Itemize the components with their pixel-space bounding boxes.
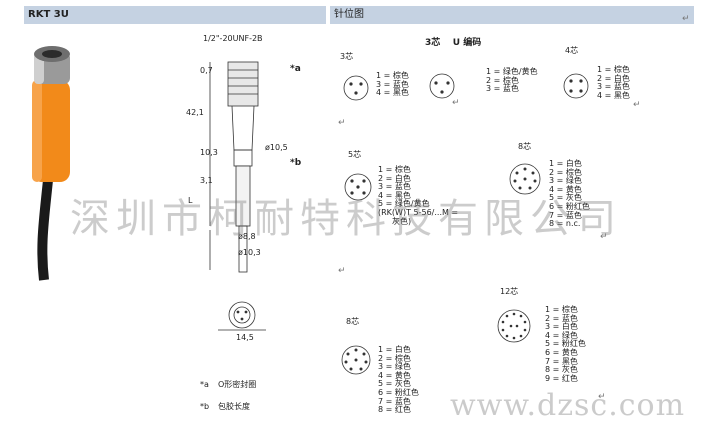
pin-entry: 4 = 黄色 xyxy=(549,184,582,194)
note-a-text: O形密封圈 xyxy=(218,380,257,389)
pin-entry: 1 = 棕色 xyxy=(378,165,411,174)
pin-diagram-4 xyxy=(563,73,589,99)
pin-entry: 6 = 黄色 xyxy=(545,347,578,357)
pin-note: 灰色) xyxy=(392,216,412,226)
p3a-pin-list: 1 = 棕色 3 = 蓝色 4 = 黑色 xyxy=(376,71,409,98)
pin-entry: 1 = 绿色/黄色 xyxy=(486,67,538,76)
pin-entry: 5 = 绿色/黄色 xyxy=(378,199,430,209)
pin-entry: 7 = 蓝色 xyxy=(549,210,582,220)
p5-pin-list: 1 = 棕色 2 = 白色 3 = 蓝色 4 = 黑色 5 = 绿色/黄色 (R… xyxy=(378,165,459,226)
pin-entry: 6 = 粉红色 xyxy=(549,201,590,211)
pin-entry: 3 = 蓝色 xyxy=(378,182,411,192)
pin-entry: 3 = 蓝色 xyxy=(486,84,519,94)
site-watermark: www.dzsc.com xyxy=(450,388,686,423)
pin-entry: 3 = 绿色 xyxy=(378,362,411,372)
dim-31-label: 3,1 xyxy=(200,176,213,185)
pin-diagram-8a xyxy=(509,163,541,195)
pin-entry: 2 = 棕色 xyxy=(549,167,582,177)
technical-drawing xyxy=(209,61,266,331)
pin-entry: 9 = 红色 xyxy=(545,373,578,383)
return-mark-icon: ↵ xyxy=(338,118,346,128)
p4-label: 4芯 xyxy=(565,46,579,55)
pin-entry: 2 = 棕色 xyxy=(378,353,411,363)
note-b-ref: *b xyxy=(200,402,210,411)
dia-103-label: ø10,3 xyxy=(238,248,261,257)
pin-diagram-12 xyxy=(497,309,531,343)
pin-entry: 3 = 蓝色 xyxy=(376,79,409,89)
pin-entry: 4 = 黑色 xyxy=(378,190,411,200)
p3u-pin-list: 1 = 绿色/黄色 2 = 棕色 3 = 蓝色 xyxy=(486,67,538,94)
return-mark-icon: ↵ xyxy=(633,100,641,110)
pin-entry: 2 = 蓝色 xyxy=(545,313,578,323)
left-header: RKT 3U xyxy=(24,6,326,24)
pin-entry: 5 = 灰色 xyxy=(549,193,582,203)
pin-entry: 4 = 黄色 xyxy=(378,370,411,380)
pin-entry: 1 = 棕色 xyxy=(545,305,578,314)
connector-photo xyxy=(32,46,70,281)
pin-entry: 5 = 粉红色 xyxy=(545,339,586,349)
pin-entry: 3 = 绿色 xyxy=(549,176,582,186)
pin-entry: 8 = n.c. xyxy=(549,219,581,229)
dia-105-label: ø10,5 xyxy=(265,143,288,152)
pin-entry: 1 = 白色 xyxy=(549,159,582,168)
p4-pin-list: 1 = 棕色 2 = 白色 3 = 蓝色 4 = 黑色 xyxy=(597,65,630,100)
p12-pin-list: 1 = 棕色 2 = 蓝色 3 = 白色 4 = 绿色 5 = 粉红色 6 = … xyxy=(545,305,586,383)
return-mark-icon: ↵ xyxy=(600,232,608,242)
pin-entry: 6 = 粉红色 xyxy=(378,387,419,397)
pin-entry: 8 = 灰色 xyxy=(545,365,578,375)
pin-note: (RK(W)T 5-56/...M = xyxy=(378,207,459,217)
dim-103-label: 10,3 xyxy=(200,148,218,157)
pin-diagram-3a xyxy=(343,75,369,101)
return-mark-icon: ↵ xyxy=(452,98,460,108)
pin-diagram-8b xyxy=(341,345,371,375)
dim-l-label: L xyxy=(188,196,193,205)
pinout-title: 3芯 U 编码 xyxy=(425,38,482,48)
pin-entry: 2 = 白色 xyxy=(378,173,411,183)
pin-entry: 3 = 蓝色 xyxy=(597,82,630,92)
dim-length-label: 42,1 xyxy=(186,108,204,117)
note-a-ref: *a xyxy=(200,380,209,389)
pin-entry: 5 = 灰色 xyxy=(378,379,411,389)
pin-entry: 4 = 绿色 xyxy=(545,330,578,340)
p8a-label: 8芯 xyxy=(518,142,532,151)
pin-entry: 1 = 棕色 xyxy=(376,71,409,80)
p8a-pin-list: 1 = 白色 2 = 棕色 3 = 绿色 4 = 黄色 5 = 灰色 6 = 粉… xyxy=(549,159,590,229)
right-header: 针位图 xyxy=(330,6,694,24)
p3a-label: 3芯 xyxy=(340,52,354,61)
pin-entry: 4 = 黑色 xyxy=(376,88,409,98)
pin-entry: 1 = 棕色 xyxy=(597,65,630,74)
pin-entry: 3 = 白色 xyxy=(545,322,578,332)
p8b-label: 8芯 xyxy=(346,317,360,326)
pin-entry: 1 = 白色 xyxy=(378,345,411,354)
ref-b-marker: *b xyxy=(290,158,302,168)
p8b-pin-list: 1 = 白色 2 = 棕色 3 = 绿色 4 = 黄色 5 = 灰色 6 = 粉… xyxy=(378,345,419,415)
return-mark-icon: ↵ xyxy=(598,392,606,402)
pin-entry: 7 = 蓝色 xyxy=(378,396,411,406)
p5-label: 5芯 xyxy=(348,150,362,159)
thread-label: 1/2"-20UNF-2B xyxy=(203,34,263,43)
return-mark-icon: ↵ xyxy=(338,266,346,276)
pin-entry: 2 = 白色 xyxy=(597,73,630,83)
dia-88-label: ø8,8 xyxy=(238,232,256,241)
ref-a-marker: *a xyxy=(290,64,301,74)
pin-diagram-5 xyxy=(344,173,372,201)
pin-diagram-3u xyxy=(429,73,455,99)
p12-label: 12芯 xyxy=(500,287,519,296)
pin-entry: 8 = 红色 xyxy=(378,405,411,415)
dim-145-label: 14,5 xyxy=(236,333,254,342)
pin-entry: 4 = 黑色 xyxy=(597,90,630,100)
return-mark-icon: ↵ xyxy=(682,14,690,24)
pin-entry: 2 = 棕色 xyxy=(486,75,519,85)
note-b-text: 包胶长度 xyxy=(218,402,250,411)
company-watermark: 深圳市柯耐特科技有限公司 xyxy=(70,196,622,242)
pin-entry: 7 = 黑色 xyxy=(545,356,578,366)
dim-top-label: 0,7 xyxy=(200,66,213,75)
